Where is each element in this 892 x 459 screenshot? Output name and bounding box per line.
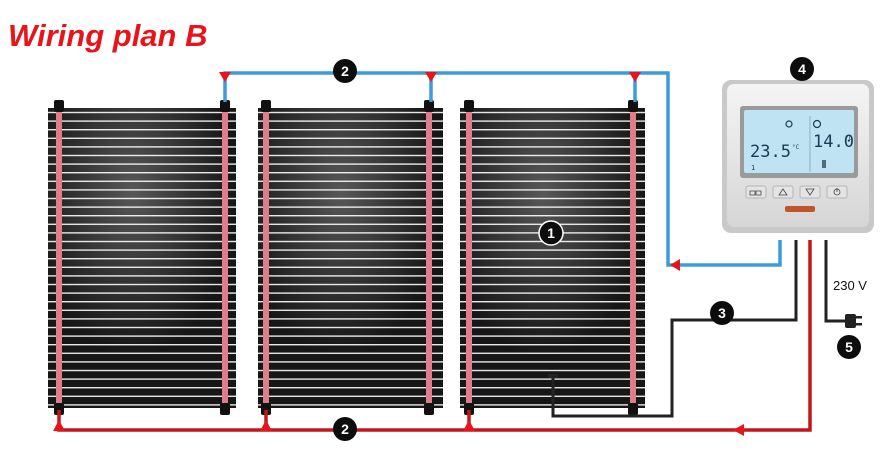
arrow-up-icon <box>778 188 788 196</box>
marker-thermostat: 4 <box>790 57 814 81</box>
marker-bus-wire-label: 2 <box>341 421 349 437</box>
set-temp: 14.0 <box>813 132 854 152</box>
film-connector <box>220 403 230 415</box>
book-icon <box>749 190 762 196</box>
film-connector <box>54 100 64 112</box>
wire-arrow-icon <box>463 420 475 431</box>
marker-thermostat-label: 4 <box>798 61 806 77</box>
film-connector <box>261 403 271 415</box>
marker-plug: 5 <box>837 335 861 359</box>
set-unit: °C <box>845 135 853 142</box>
marker-sensor-wire-label: 3 <box>718 305 726 321</box>
current-temp: 23.5 <box>750 142 791 162</box>
marker-film-label: 1 <box>547 225 555 241</box>
film-connector <box>464 100 474 112</box>
thermostat: 23.5 °C 14.0 °C 1 <box>722 80 874 233</box>
lcd-day: 1 <box>751 164 755 172</box>
film-connector <box>220 100 230 112</box>
wire-arrow-icon <box>260 420 272 431</box>
film-connector <box>261 100 271 112</box>
power-button[interactable] <box>826 185 848 199</box>
wire-arrow-icon <box>670 259 680 271</box>
sensor-wire <box>548 240 798 418</box>
wire-arrow-icon <box>629 72 641 82</box>
arrow-down-icon <box>805 188 815 196</box>
marker-bus-wire-bottom: 2 <box>333 417 357 441</box>
film-connector <box>628 100 638 112</box>
voltage-label: 230 V <box>833 278 867 293</box>
film-connector <box>424 403 434 415</box>
wire-arrow-icon <box>219 72 231 82</box>
heating-film-3 <box>460 100 645 415</box>
marker-bus-wire-top: 2 <box>333 59 357 83</box>
thermostat-lcd <box>744 110 854 173</box>
heating-film-1 <box>48 100 236 415</box>
neutral-wire-markers <box>219 72 680 271</box>
wire-arrow-icon <box>733 424 744 436</box>
menu-button[interactable] <box>745 185 767 199</box>
indicator-slot <box>785 206 815 212</box>
down-button[interactable] <box>799 185 821 199</box>
wire-arrow-icon <box>53 420 65 431</box>
marker-film: 1 <box>538 220 564 246</box>
film-connector <box>54 403 64 415</box>
current-unit: °C <box>792 144 800 151</box>
up-button[interactable] <box>772 185 794 199</box>
diagram-title: Wiring plan B <box>8 18 208 53</box>
heating-film-2 <box>258 100 443 415</box>
plug-icon <box>845 314 862 328</box>
film-connector <box>464 403 474 415</box>
film-connector <box>424 100 434 112</box>
film-connector <box>628 403 638 415</box>
wire-arrow-icon <box>425 72 437 82</box>
marker-bus-wire-label: 2 <box>341 63 349 79</box>
power-wire <box>824 240 846 323</box>
marker-plug-label: 5 <box>845 339 853 355</box>
clock-icon <box>812 119 822 129</box>
marker-sensor-wire: 3 <box>710 301 734 325</box>
hot-wire-markers <box>53 420 744 436</box>
